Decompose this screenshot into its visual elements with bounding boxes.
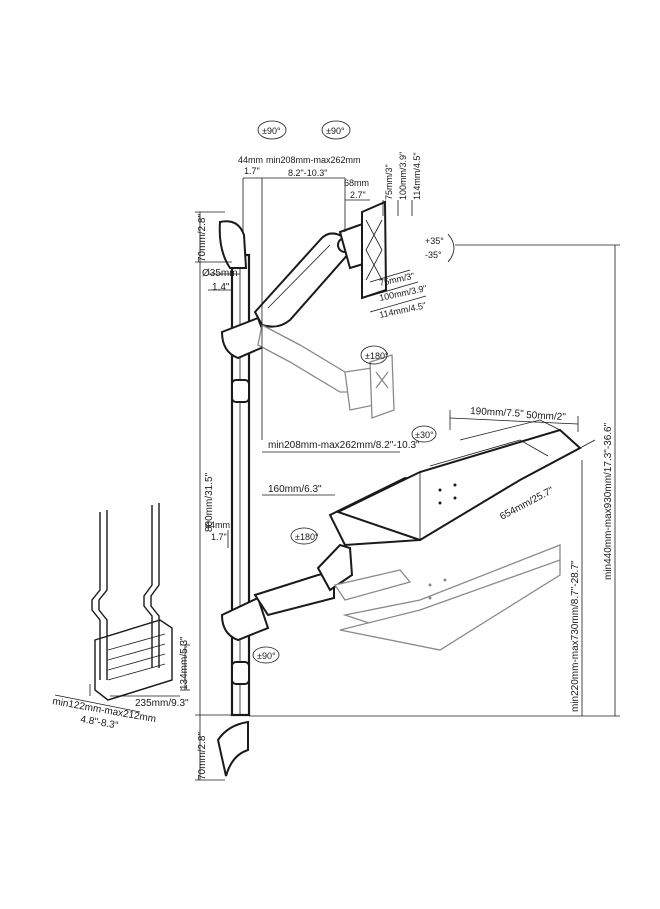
monitor-height-range-label: min440mm-max930mm/17.3"-36.6"	[603, 422, 614, 580]
mouse-pad-label: 50mm/2"	[526, 410, 567, 423]
monitor-arm-ghost	[257, 324, 395, 419]
keyboard-swivel-label: ±180°	[295, 532, 319, 542]
tilt-plus-label: +35°	[425, 236, 444, 246]
tray-height-range-label: min220mm-max730mm/8.7"-28.7"	[570, 560, 581, 712]
vesa-vertical-114-label: 114mm/4.5"	[412, 152, 422, 200]
tray-depth-label: 190mm/7.5"	[470, 406, 525, 420]
lower-arm-offset-in-label: 1.7"	[211, 532, 227, 542]
top-clamp-height-label: 70mm/2.8"	[197, 214, 208, 262]
keyboard-tilt-icon	[411, 425, 437, 443]
rotate-monitor-label: ±180°	[365, 351, 389, 361]
bottom-clamp-height-label: 70mm/2.8"	[197, 732, 208, 780]
swivel-top-right-label: ±90°	[326, 126, 345, 136]
vesa-vertical-75-label: 75mm/3"	[384, 164, 394, 200]
bottom-wall-bracket	[216, 720, 249, 777]
cpu-height-label: 134mm/5.3"	[179, 636, 190, 690]
top-wall-bracket	[218, 220, 248, 269]
tray-width-label: 654mm/25.7"	[498, 485, 556, 523]
arm-extension-label: 160mm/6.3"	[268, 484, 322, 495]
pole-diameter-label: Ø35mm	[202, 268, 238, 279]
lower-swivel-icon	[252, 646, 280, 664]
keyboard-tilt-label: ±30°	[415, 430, 434, 440]
monitor-arm	[220, 200, 388, 360]
vesa-horizontal-114-label: 114mm/4.5"	[378, 300, 427, 320]
vesa-offset-label: 68mm	[344, 178, 369, 188]
tilt-minus-label: -35°	[425, 250, 442, 260]
cpu-holder	[54, 503, 190, 713]
rotate-monitor-icon	[360, 345, 388, 365]
swivel-icon-top-left	[257, 120, 287, 140]
lower-arm-offset-label: 44mm	[205, 520, 230, 530]
vesa-offset-in-label: 2.7"	[350, 190, 366, 200]
arm-offset-label: 44mm	[238, 155, 263, 165]
vesa-vertical-100-label: 100mm/3.9"	[398, 152, 408, 200]
lower-collar	[231, 661, 250, 685]
arm-reach-in-label: 8.2"-10.3"	[288, 168, 327, 178]
keyboard-swivel-icon	[290, 527, 318, 545]
swivel-icon-top-right	[321, 120, 351, 140]
pole-diameter-in-label: 1.4"	[212, 282, 230, 293]
arm-offset-in-label: 1.7"	[244, 166, 260, 176]
keyboard-tray-ghost	[333, 544, 561, 651]
tilt-icon	[447, 233, 455, 263]
cpu-depth-label: 235mm/9.3"	[135, 698, 189, 709]
tray-reach-label: min208mm-max262mm/8.2"-10.3"	[268, 440, 420, 451]
arm-reach-label: min208mm-max262mm	[266, 155, 361, 165]
upper-collar	[231, 379, 250, 403]
pole-height-label: 800mm/31.5"	[204, 472, 215, 532]
pole	[216, 220, 251, 777]
swivel-top-left-label: ±90°	[262, 126, 281, 136]
vesa-plate	[361, 200, 388, 300]
lower-swivel-label: ±90°	[257, 651, 276, 661]
